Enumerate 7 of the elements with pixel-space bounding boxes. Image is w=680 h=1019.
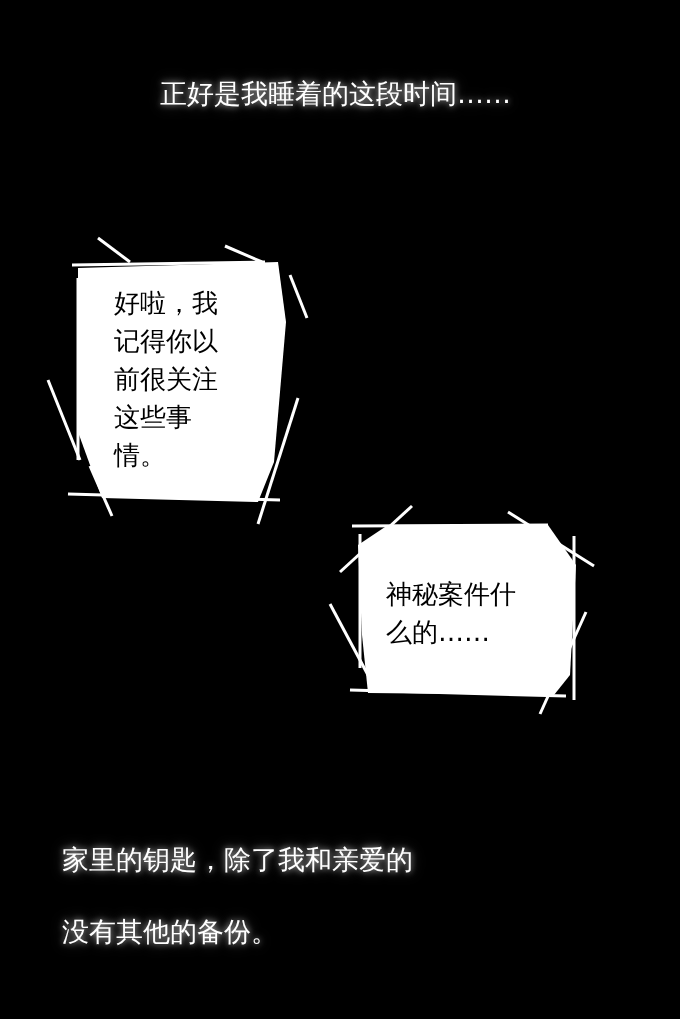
speech-bubble (358, 525, 576, 695)
narration-text: 正好是我睡着的这段时间…… (160, 77, 511, 111)
narration-text: 家里的钥匙，除了我和亲爱的 (62, 843, 413, 877)
speech-bubble (78, 262, 286, 502)
bubble-text: 好啦，我记得你以前很关注这些事情。 (114, 287, 219, 472)
bubble-text: 神秘案件什么的…… (386, 578, 517, 649)
narration-text: 没有其他的备份。 (62, 915, 278, 949)
